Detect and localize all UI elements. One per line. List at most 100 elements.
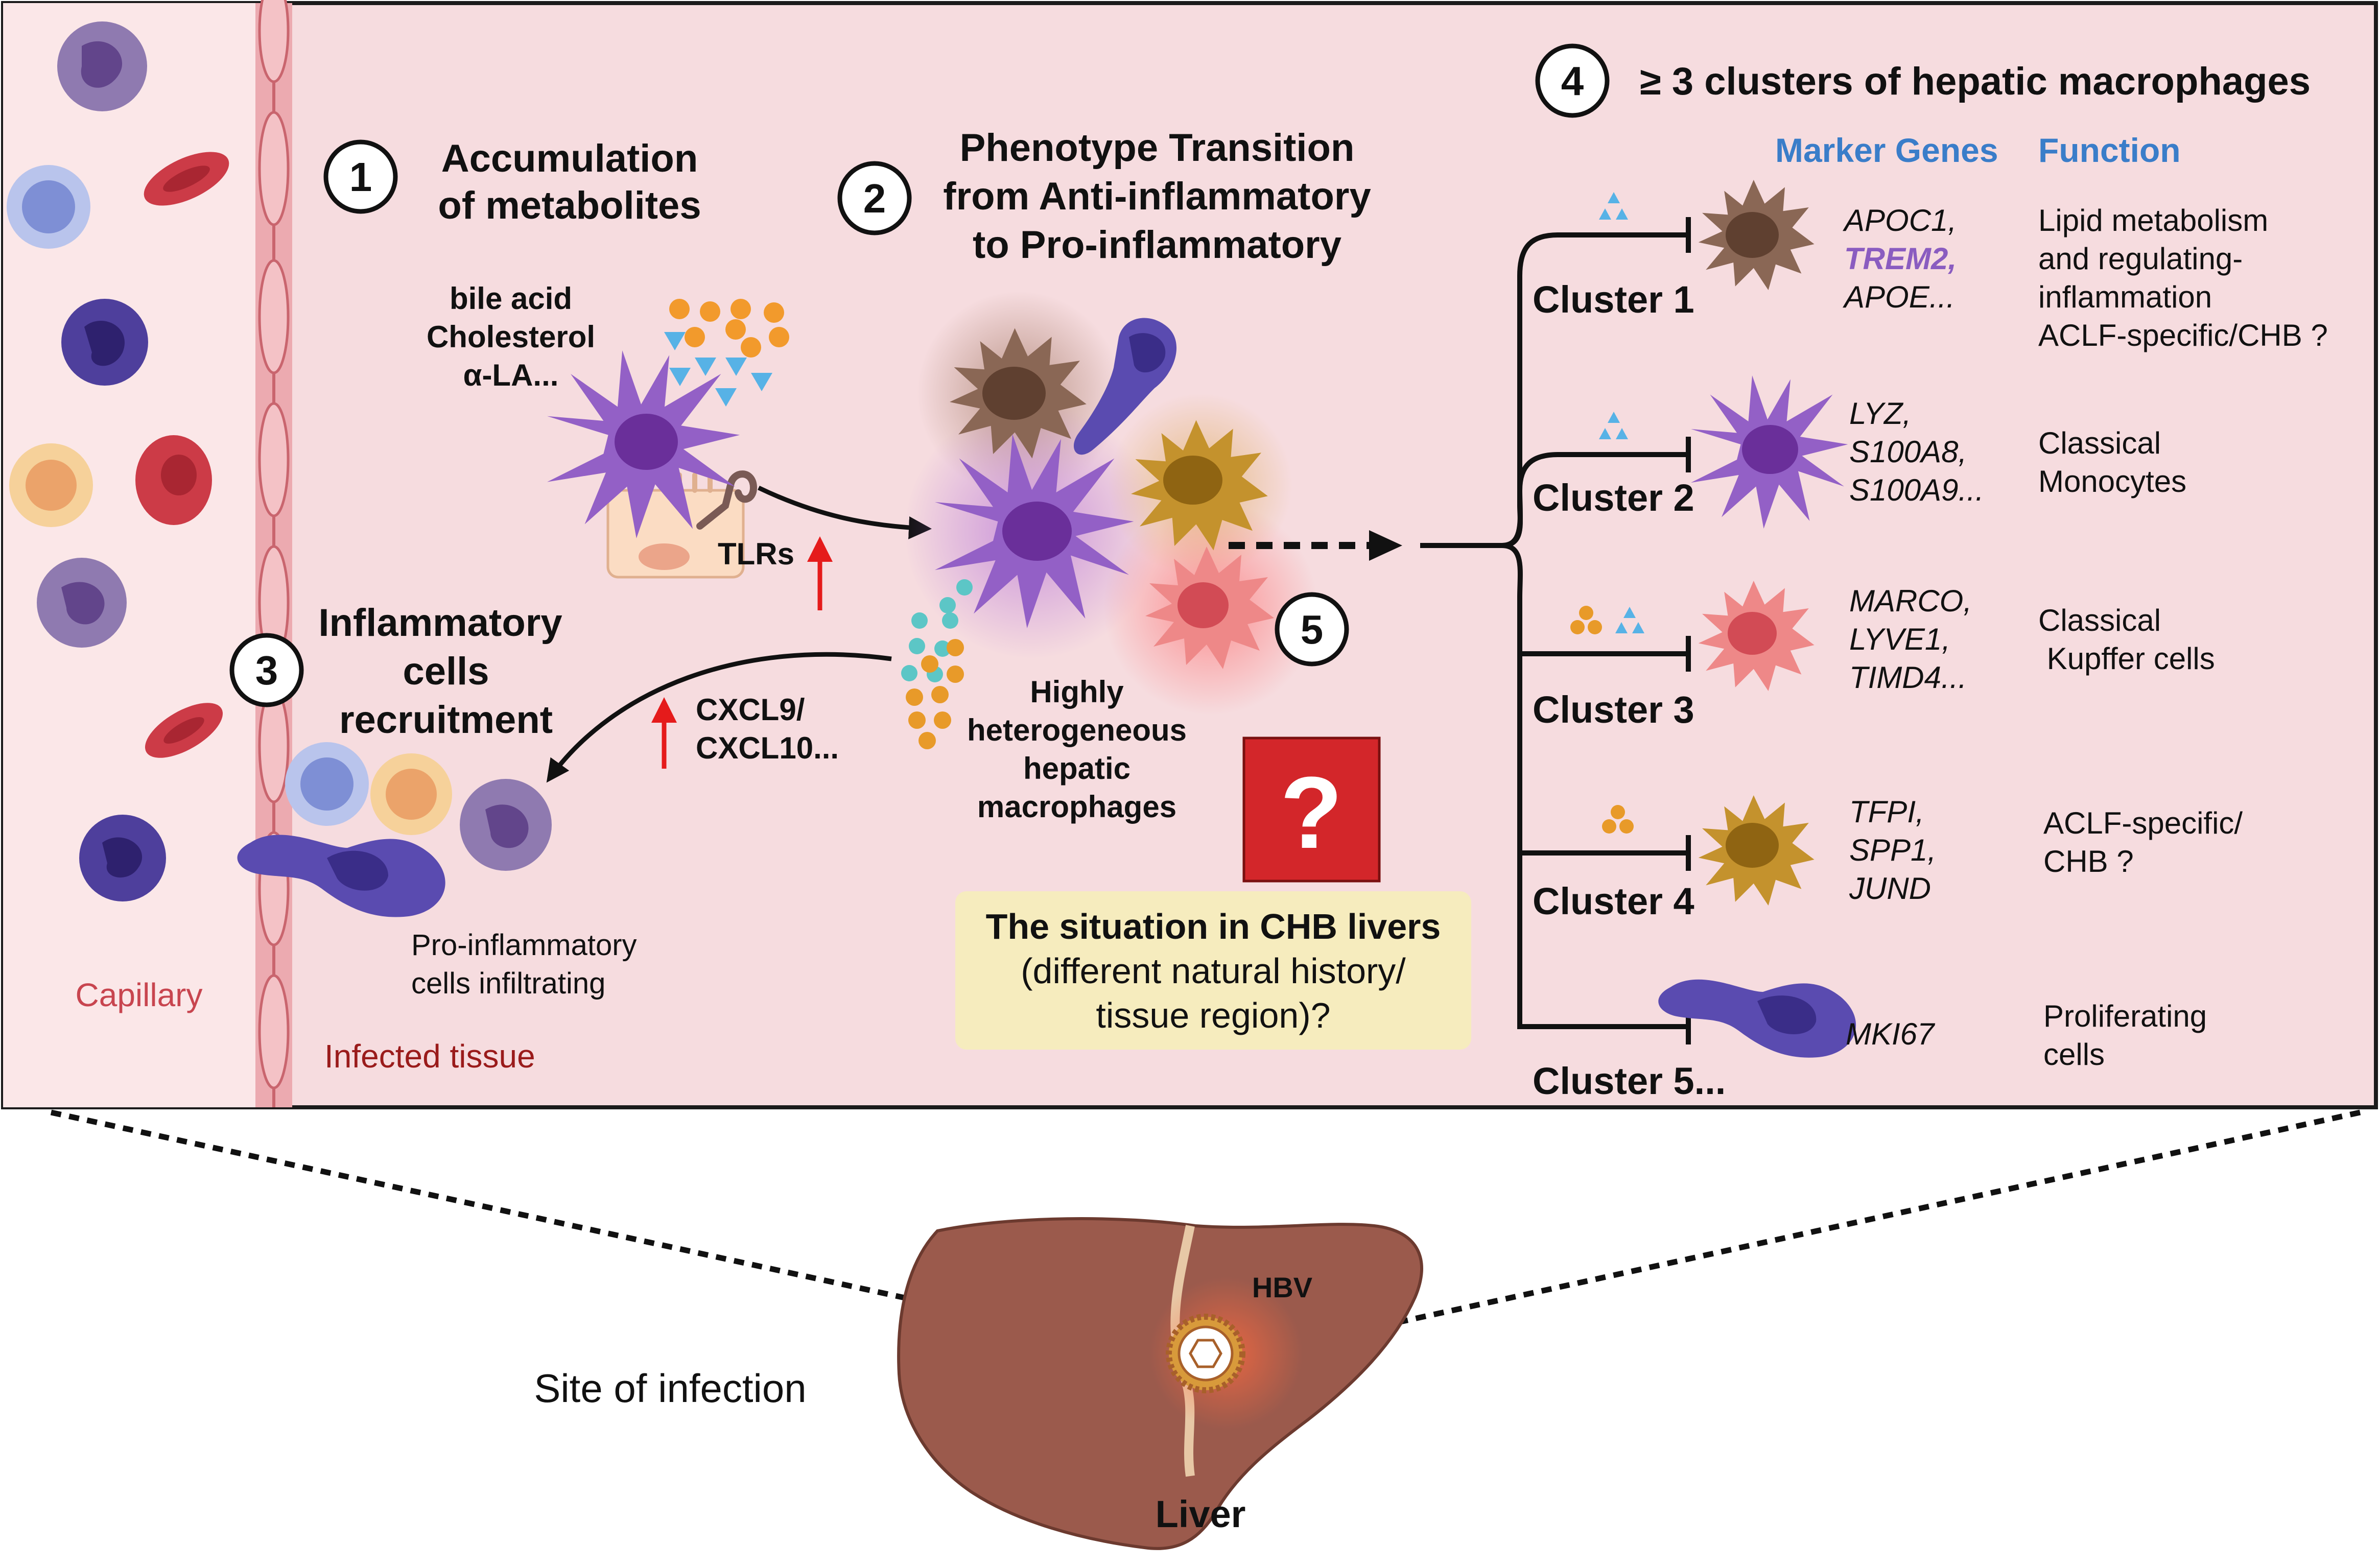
proliferating-cell-icon-2: [237, 835, 445, 917]
center-label: Highly heterogeneous hepatic macrophages: [967, 675, 1187, 824]
chemokine-up-arrow-icon: [651, 697, 677, 769]
chemokine-label-line2: CXCL10...: [696, 731, 839, 765]
cluster-3-kupffer-icon: [1698, 581, 1815, 691]
cluster-name: Cluster 4: [1533, 880, 1694, 922]
capillary-cells: [7, 21, 229, 901]
endothelial-wall: [255, 0, 292, 1107]
metabolite-item: α-LA...: [463, 358, 559, 392]
function-line: inflammation: [2038, 280, 2212, 314]
function-line: Proliferating: [2043, 999, 2207, 1033]
svg-text:?: ?: [1280, 756, 1342, 870]
marker-gene: SPP1,: [1849, 833, 1936, 867]
function-line: Classical: [2038, 426, 2161, 460]
step-1-title-line2: of metabolites: [438, 184, 701, 227]
cluster-name: Cluster 1: [1533, 278, 1694, 321]
red-macrophage-icon: [1145, 547, 1274, 669]
red-blood-cell-icon-2: [135, 435, 212, 525]
function-line: ACLF-specific/CHB ?: [2038, 318, 2328, 352]
chemokine-label-line1: CXCL9/: [696, 693, 805, 727]
monocyte-icon: [57, 21, 147, 111]
function-line: ACLF-specific/: [2043, 806, 2243, 840]
step-4-title: ≥ 3 clusters of hepatic macrophages: [1640, 60, 2311, 103]
chb-box-line2: (different natural history/: [1021, 951, 1406, 991]
monocyte-icon-2: [37, 558, 127, 648]
function-line: and regulating-: [2038, 242, 2243, 276]
marker-gene: LYVE1,: [1849, 622, 1950, 656]
cluster-name: Cluster 5...: [1533, 1060, 1726, 1102]
question-mark-icon: ?: [1242, 737, 1381, 883]
svg-text:3: 3: [255, 648, 278, 693]
tlrs-label: TLRs: [718, 537, 794, 571]
step-5-badge: 5: [1275, 592, 1349, 667]
marker-gene: APOE...: [1843, 280, 1955, 314]
cluster-1-function: Lipid metabolism and regulating- inflamm…: [2038, 203, 2328, 352]
chemokine-particles: [901, 579, 973, 749]
marker-gene: MARCO,: [1849, 584, 1972, 618]
capillary-label: Capillary: [76, 977, 203, 1013]
step-2-title-line1: Phenotype Transition: [960, 126, 1355, 170]
chb-box-line3: tissue region)?: [1096, 995, 1330, 1035]
marker-gene: S100A8,: [1849, 435, 1967, 469]
function-line: Classical: [2038, 603, 2161, 637]
dashed-arrow-head: [1369, 530, 1402, 561]
step-3-title-line3: recruitment: [339, 698, 553, 742]
infiltrating-label-line2: cells infiltrating: [411, 967, 605, 1000]
lymphocyte-icon-2: [9, 443, 93, 527]
center-label-line: Highly: [1030, 675, 1124, 709]
cluster-5-proliferating-icon: [1658, 979, 1856, 1058]
svg-text:5: 5: [1301, 607, 1324, 652]
step-3-title-line1: Inflammatory: [318, 601, 562, 645]
center-label-line: heterogeneous: [967, 713, 1187, 747]
marker-gene: APOC1,: [1843, 203, 1957, 237]
red-blood-cell-icon: [144, 152, 229, 206]
cluster-4-function: ACLF-specific/ CHB ?: [2043, 806, 2243, 878]
marker-gene: TFPI,: [1849, 795, 1924, 829]
cluster-2-monocyte-icon: [1691, 375, 1848, 529]
function-line: Kupffer cells: [2038, 642, 2215, 676]
step-2-badge: 2: [837, 161, 912, 235]
metabolite-item: Cholesterol: [427, 320, 595, 354]
cluster-2-markers: LYZ, S100A8, S100A9...: [1849, 396, 1984, 507]
cluster-3-markers: MARCO, LYVE1, TIMD4...: [1849, 584, 1972, 695]
cluster-1-macrophage-icon: [1698, 180, 1815, 290]
marker-gene: MKI67: [1846, 1017, 1936, 1051]
marker-gene: TREM2,: [1844, 242, 1957, 276]
step-4-badge: 4: [1535, 43, 1610, 118]
cluster-name: Cluster 3: [1533, 688, 1694, 731]
cluster-1-markers: APOC1, TREM2, APOE...: [1843, 203, 1957, 314]
metabolite-list: bile acid Cholesterol α-LA...: [427, 281, 595, 392]
metabolite-particles: [664, 299, 789, 407]
cluster-3-function: Classical Kupffer cells: [2038, 603, 2215, 676]
cluster-ligand-icons: [1570, 192, 1644, 834]
cluster-tree: [1420, 217, 1691, 1044]
marker-gene: S100A9...: [1849, 473, 1984, 507]
infiltrating-label-line1: Pro-inflammatory: [411, 929, 637, 962]
lymphocyte-icon: [7, 165, 90, 249]
metabolite-item: bile acid: [450, 281, 572, 316]
function-line: Monocytes: [2038, 464, 2186, 498]
step-2-title-line2: from Anti-inflammatory: [943, 175, 1371, 218]
svg-text:1: 1: [349, 154, 372, 200]
function-line: CHB ?: [2043, 844, 2134, 878]
neutrophil-icon-2: [79, 815, 166, 901]
tlr-receptor-icon: [696, 470, 758, 530]
function-line: cells: [2043, 1037, 2105, 1072]
lymphocyte-icon-3: [285, 742, 369, 826]
cluster-4-markers: TFPI, SPP1, JUND: [1849, 795, 1936, 906]
function-line: Lipid metabolism: [2038, 203, 2268, 237]
heterogeneous-macrophages: [904, 291, 1318, 715]
liver-label: Liver: [1156, 1493, 1246, 1535]
red-blood-cell-icon-3: [145, 703, 223, 758]
brown-macrophage-icon: [950, 328, 1087, 459]
neutrophil-icon: [61, 299, 148, 386]
gold-macrophage-icon: [1131, 420, 1268, 551]
step-2-title-line3: to Pro-inflammatory: [973, 223, 1341, 267]
step-3-title-line2: cells: [403, 650, 489, 693]
recruitment-arrow: [546, 652, 892, 783]
svg-text:4: 4: [1561, 58, 1584, 104]
marker-gene: LYZ,: [1849, 396, 1911, 431]
site-of-infection-label: Site of infection: [534, 1366, 806, 1411]
lymphocyte-icon-4: [370, 753, 452, 835]
function-header: Function: [2038, 131, 2181, 169]
